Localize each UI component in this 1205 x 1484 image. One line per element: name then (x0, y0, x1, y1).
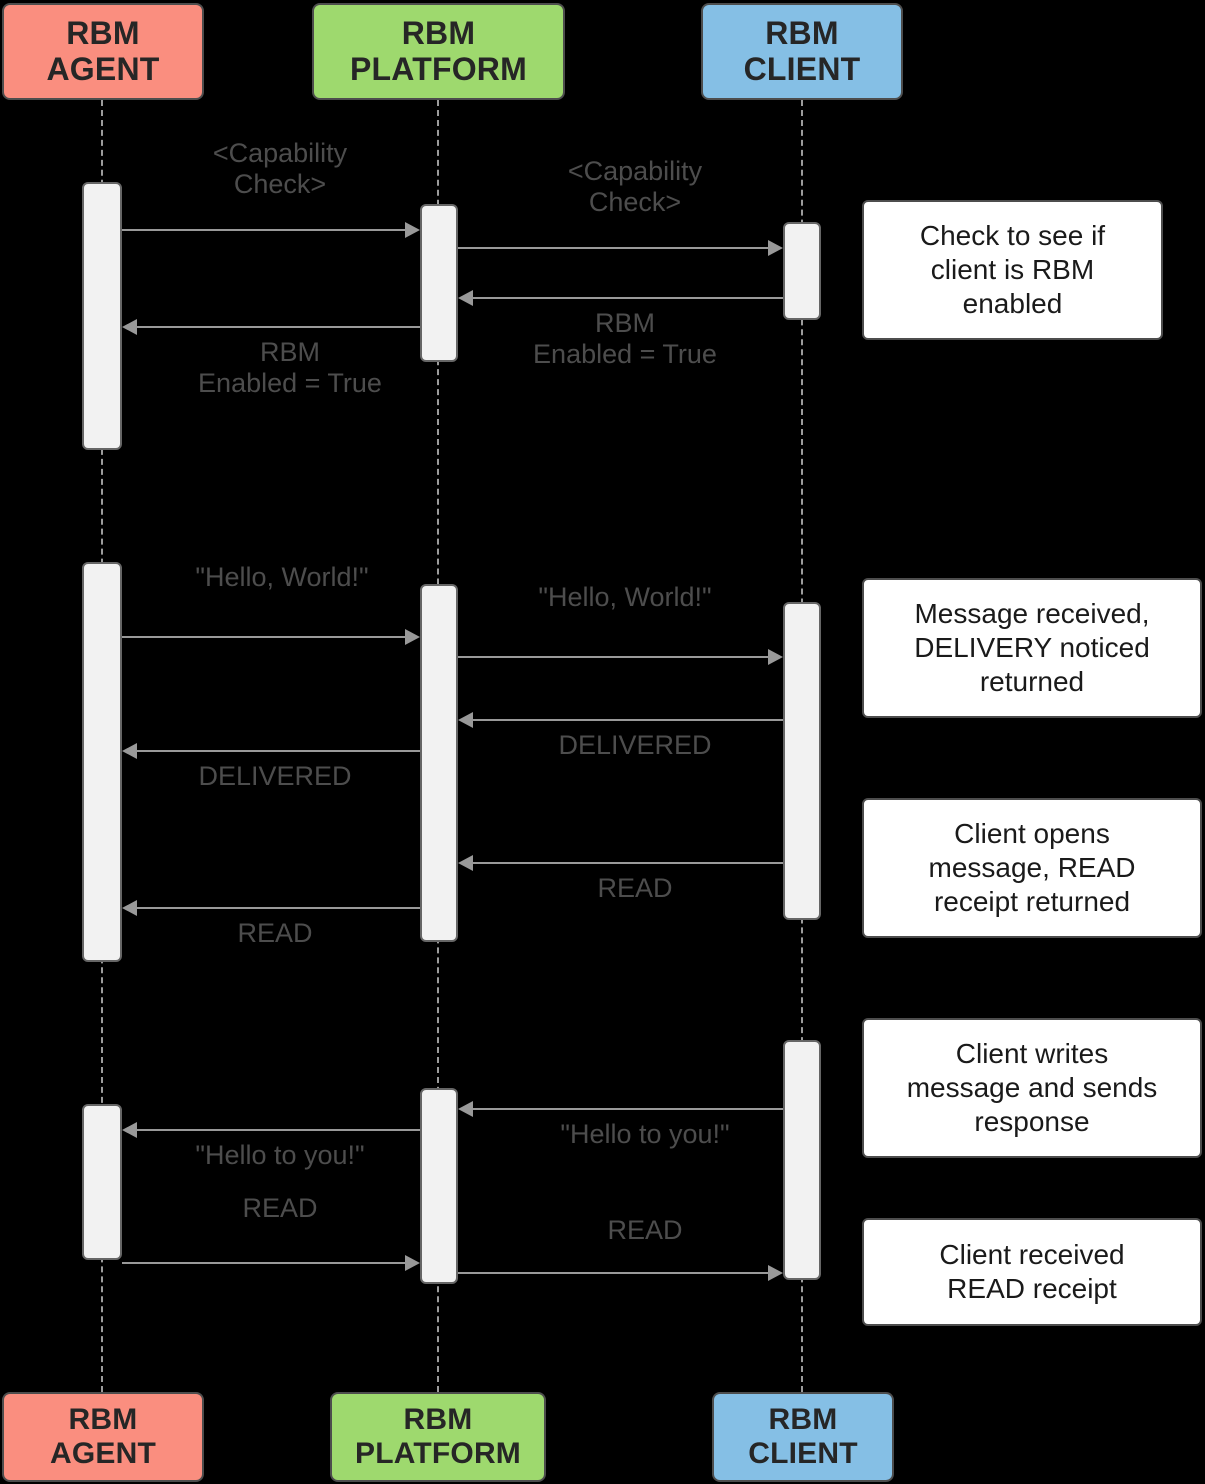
message-arrowhead-m10 (122, 900, 137, 916)
actor-footer-client-line1: RBM (768, 1403, 838, 1437)
message-line-m4 (137, 326, 420, 328)
message-line-m14 (458, 1272, 768, 1274)
actor-footer-agent-line1: RBM (68, 1403, 138, 1437)
actor-footer-platform-line1: RBM (403, 1403, 473, 1437)
message-label-m3: RBM Enabled = True (533, 308, 717, 370)
activation-agent-2[interactable] (82, 562, 122, 962)
actor-header-agent[interactable]: RBM AGENT (2, 3, 204, 100)
actor-header-platform[interactable]: RBM PLATFORM (312, 3, 565, 100)
message-label-m1: <Capability Check> (212, 138, 348, 200)
message-line-m10 (137, 907, 420, 909)
actor-header-platform-line2: PLATFORM (350, 50, 527, 87)
actor-footer-platform[interactable]: RBM PLATFORM (330, 1392, 546, 1482)
actor-header-client[interactable]: RBM CLIENT (701, 3, 903, 100)
note-client-opens-message: Client opens message, READ receipt retur… (862, 798, 1202, 938)
actor-footer-agent[interactable]: RBM AGENT (2, 1392, 204, 1482)
actor-header-agent-line2: AGENT (46, 50, 160, 87)
activation-platform-1[interactable] (420, 204, 458, 362)
actor-footer-agent-line2: AGENT (50, 1437, 156, 1470)
message-label-m5: "Hello, World!" (195, 562, 369, 592)
message-label-m2: <Capability Check> (567, 156, 703, 218)
actor-header-agent-line1: RBM (66, 14, 140, 51)
activation-client-3[interactable] (783, 1040, 821, 1280)
message-line-m6 (458, 656, 768, 658)
note-message-received: Message received, DELIVERY noticed retur… (862, 578, 1202, 718)
message-line-m8 (137, 750, 420, 752)
message-arrowhead-m13 (405, 1255, 420, 1271)
note-client-received-read: Client received READ receipt (862, 1218, 1202, 1326)
message-label-m4: RBM Enabled = True (198, 337, 382, 399)
message-line-m12 (137, 1129, 420, 1131)
activation-agent-1[interactable] (82, 182, 122, 450)
message-line-m3 (473, 297, 783, 299)
message-arrowhead-m5 (405, 629, 420, 645)
message-label-m10: READ (237, 918, 313, 948)
message-label-m7: DELIVERED (558, 730, 712, 760)
activation-platform-2[interactable] (420, 584, 458, 942)
activation-agent-3[interactable] (82, 1104, 122, 1260)
message-arrowhead-m2 (768, 240, 783, 256)
message-arrowhead-m14 (768, 1265, 783, 1281)
message-label-m14: READ (607, 1215, 683, 1245)
actor-header-client-line1: RBM (765, 14, 839, 51)
message-line-m9 (473, 862, 783, 864)
message-label-m6: "Hello, World!" (538, 582, 712, 612)
message-label-m9: READ (597, 873, 673, 903)
message-arrowhead-m7 (458, 712, 473, 728)
message-line-m7 (473, 719, 783, 721)
activation-client-1[interactable] (783, 222, 821, 320)
message-arrowhead-m12 (122, 1122, 137, 1138)
message-label-m13: READ (242, 1193, 318, 1223)
message-line-m1 (122, 229, 406, 231)
activation-platform-3[interactable] (420, 1088, 458, 1284)
message-arrowhead-m1 (405, 222, 420, 238)
activation-client-2[interactable] (783, 602, 821, 920)
message-line-m13 (122, 1262, 406, 1264)
message-line-m2 (458, 247, 768, 249)
note-client-writes-message: Client writes message and sends response (862, 1018, 1202, 1158)
message-line-m5 (122, 636, 406, 638)
actor-header-platform-line1: RBM (401, 14, 476, 51)
message-arrowhead-m11 (458, 1101, 473, 1117)
message-arrowhead-m9 (458, 855, 473, 871)
actor-footer-client[interactable]: RBM CLIENT (712, 1392, 894, 1482)
actor-footer-platform-line2: PLATFORM (354, 1437, 521, 1470)
message-arrowhead-m8 (122, 743, 137, 759)
message-arrowhead-m4 (122, 319, 137, 335)
note-capability-check: Check to see if client is RBM enabled (862, 200, 1163, 340)
actor-header-client-line2: CLIENT (743, 50, 861, 87)
message-label-m12: "Hello to you!" (195, 1140, 365, 1170)
actor-footer-client-line2: CLIENT (748, 1437, 858, 1470)
message-arrowhead-m3 (458, 290, 473, 306)
message-label-m11: "Hello to you!" (560, 1119, 730, 1149)
message-arrowhead-m6 (768, 649, 783, 665)
message-label-m8: DELIVERED (198, 761, 352, 791)
message-line-m11 (473, 1108, 783, 1110)
